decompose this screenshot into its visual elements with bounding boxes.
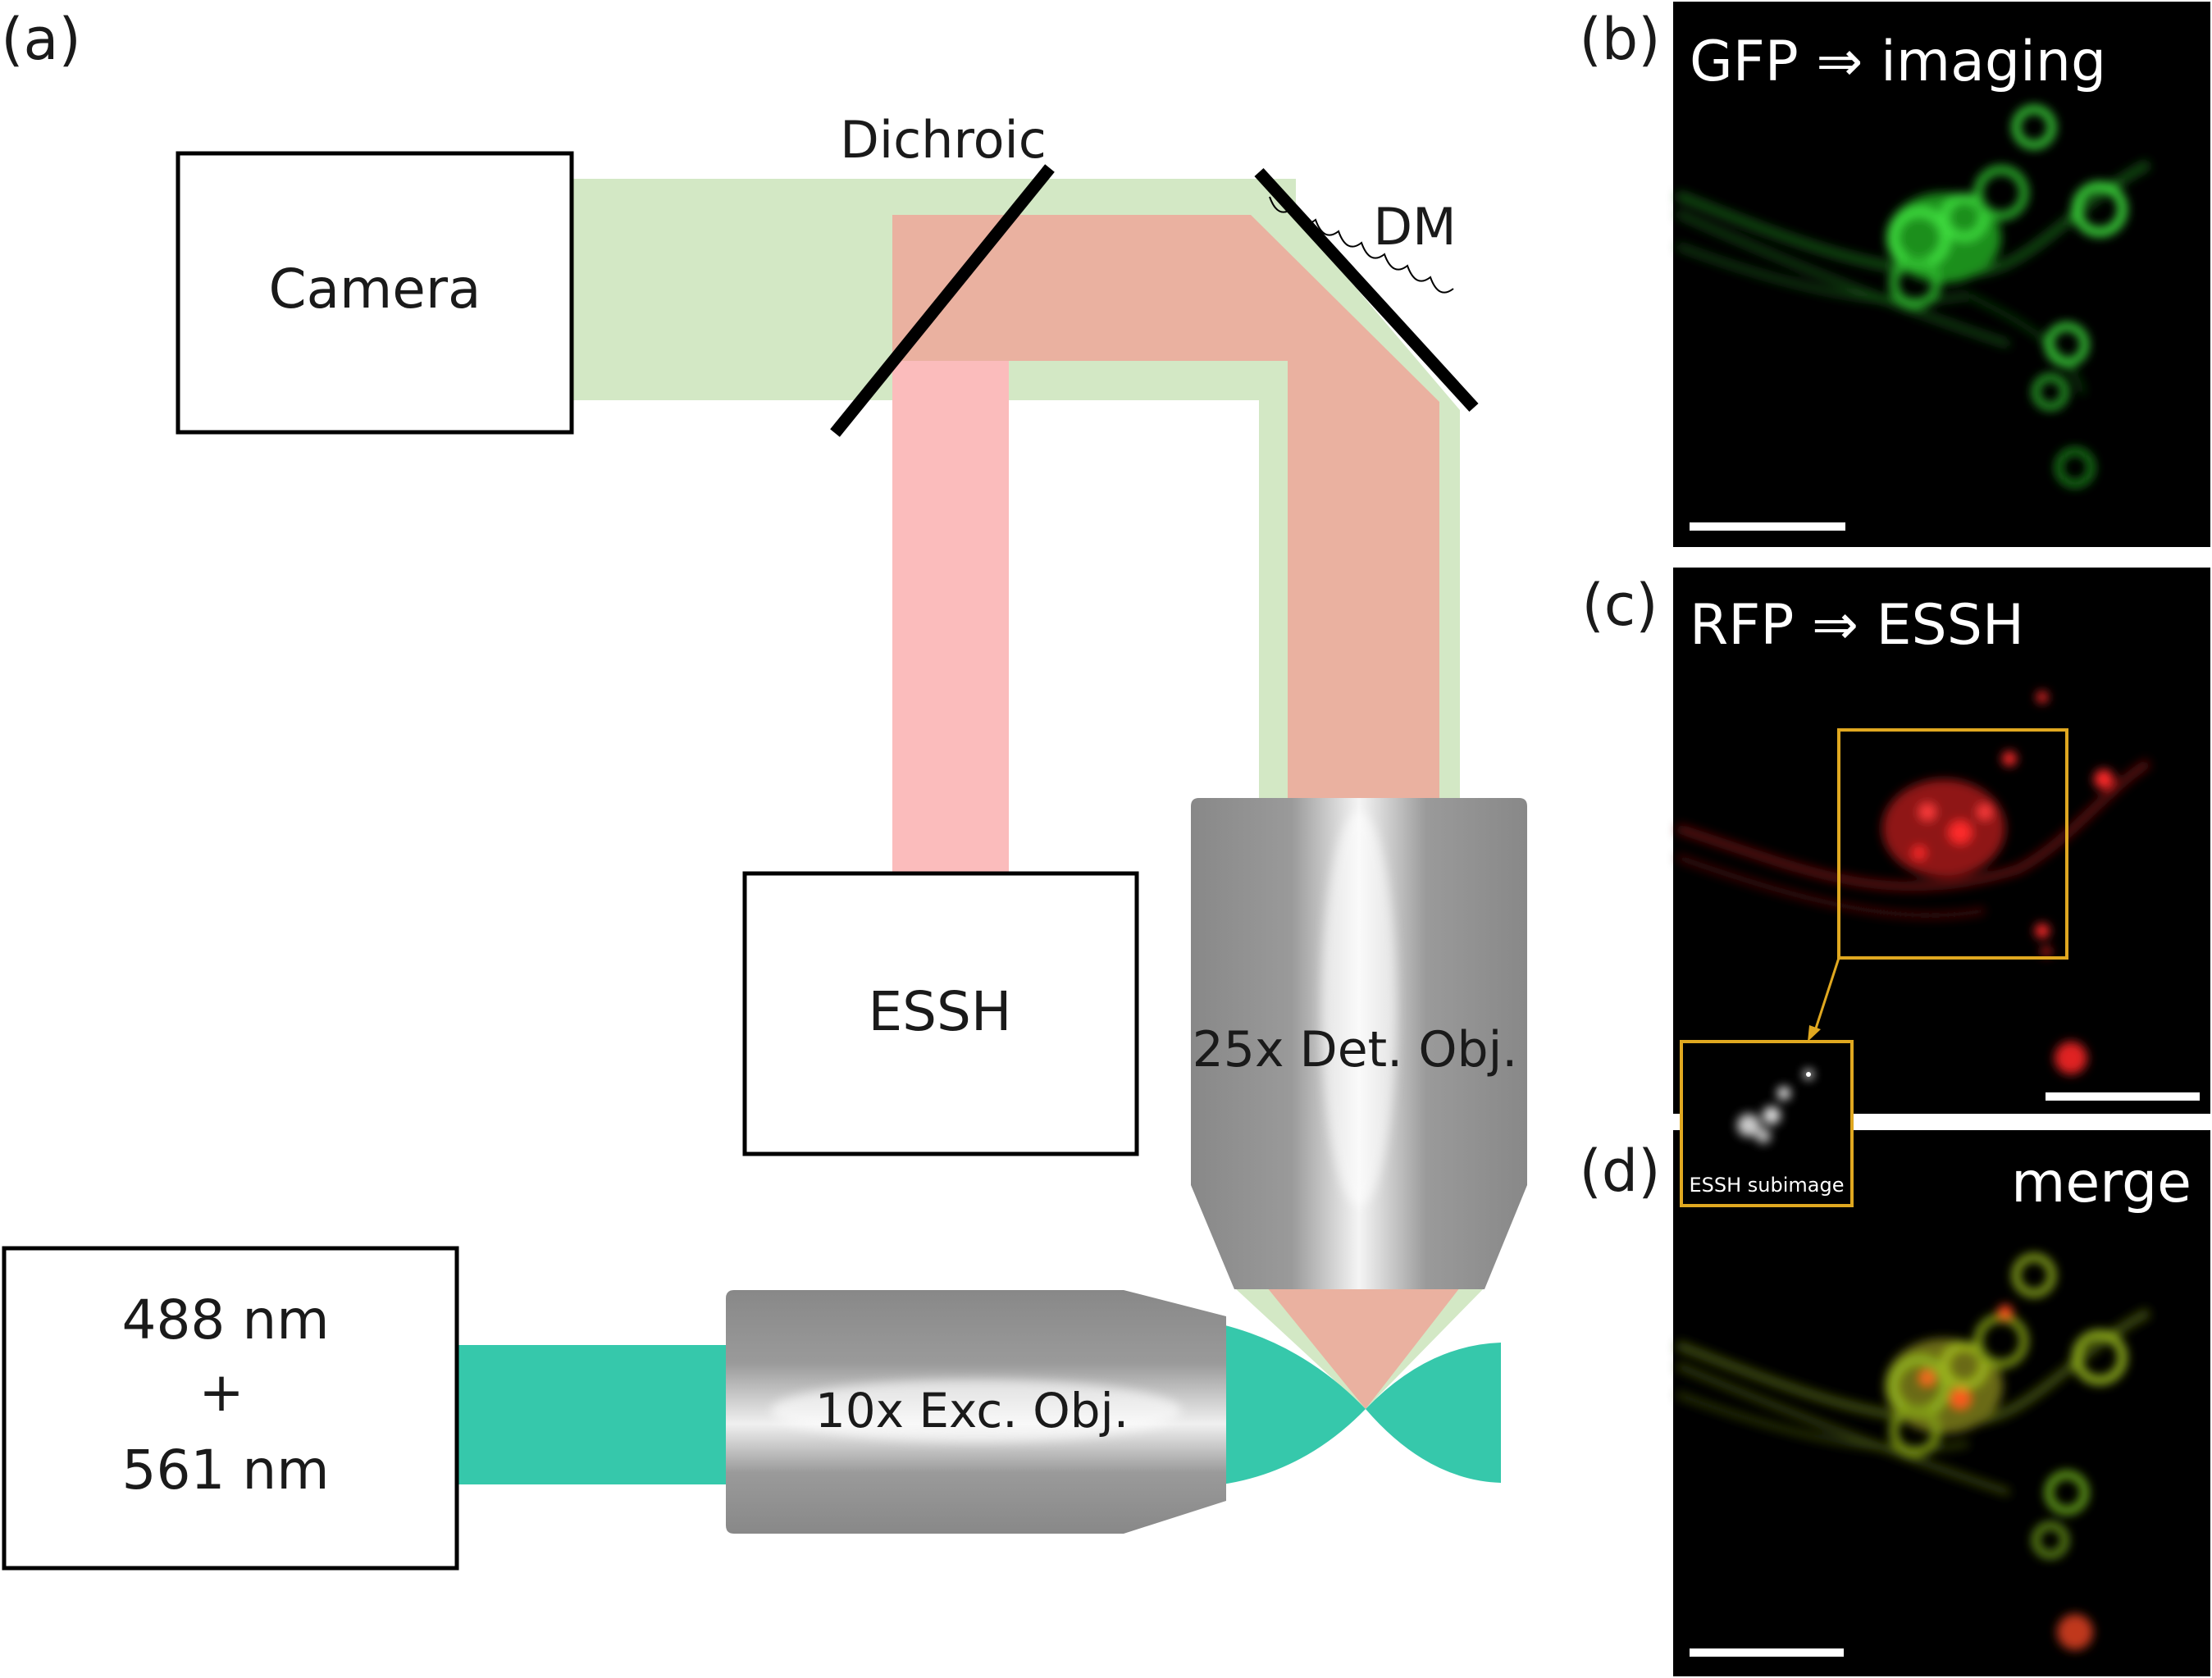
deformable-mirror	[1254, 167, 1479, 413]
laser-box	[2, 1246, 459, 1571]
essh-box	[742, 871, 1139, 1156]
panel-d-merge-image: merge	[1673, 1130, 2210, 1676]
excitation-objective: 10x Exc. Obj.	[726, 1290, 1226, 1534]
dichroic-mirror	[830, 164, 1055, 437]
panel-label-b: (b)	[1579, 6, 1660, 73]
rfp-label: RFP ⇒ ESSH	[1690, 593, 2024, 658]
inset-pointer-line	[1813, 957, 1840, 1034]
scale-bar-b	[1690, 522, 1845, 531]
gfp-label: GFP ⇒ imaging	[1690, 30, 2106, 94]
camera-box	[176, 151, 574, 435]
scale-bar-d	[1690, 1648, 1844, 1657]
essh-label: ESSH	[868, 980, 1011, 1043]
laser-beam	[455, 1345, 730, 1484]
laser-line-488: 488 nm	[121, 1288, 329, 1352]
panel-a-diagram: Camera Dichroic DM ESSH 25x Det. Obj. 10…	[2, 110, 1527, 1571]
panel-c-rfp-image: RFP ⇒ ESSH	[1673, 568, 2210, 1114]
focused-excitation-beam	[1222, 1325, 1501, 1484]
det-objective-label: 25x Det. Obj.	[1193, 1021, 1518, 1078]
essh-subimage-inset: ESSH subimage	[1680, 1040, 1854, 1207]
merge-label: merge	[2011, 1151, 2191, 1215]
scale-bar-c	[2046, 1092, 2200, 1101]
dichroic-label: Dichroic	[840, 110, 1047, 170]
panel-b-gfp-image: GFP ⇒ imaging	[1673, 2, 2210, 547]
dm-label: DM	[1373, 197, 1456, 257]
panel-label-d: (d)	[1579, 1138, 1660, 1205]
red-essh-beam	[892, 361, 1009, 873]
inset-region-box	[1837, 728, 2068, 960]
laser-plus: +	[198, 1361, 244, 1424]
panel-label-a: (a)	[1, 6, 81, 73]
laser-line-561: 561 nm	[121, 1439, 329, 1502]
inset-pointer-arrowhead	[1808, 1025, 1821, 1042]
camera-label: Camera	[268, 258, 481, 321]
detection-objective: 25x Det. Obj.	[1191, 798, 1527, 1289]
exc-objective-label: 10x Exc. Obj.	[815, 1383, 1129, 1439]
inset-label: ESSH subimage	[1689, 1174, 1844, 1197]
panel-label-c: (c)	[1581, 572, 1658, 639]
